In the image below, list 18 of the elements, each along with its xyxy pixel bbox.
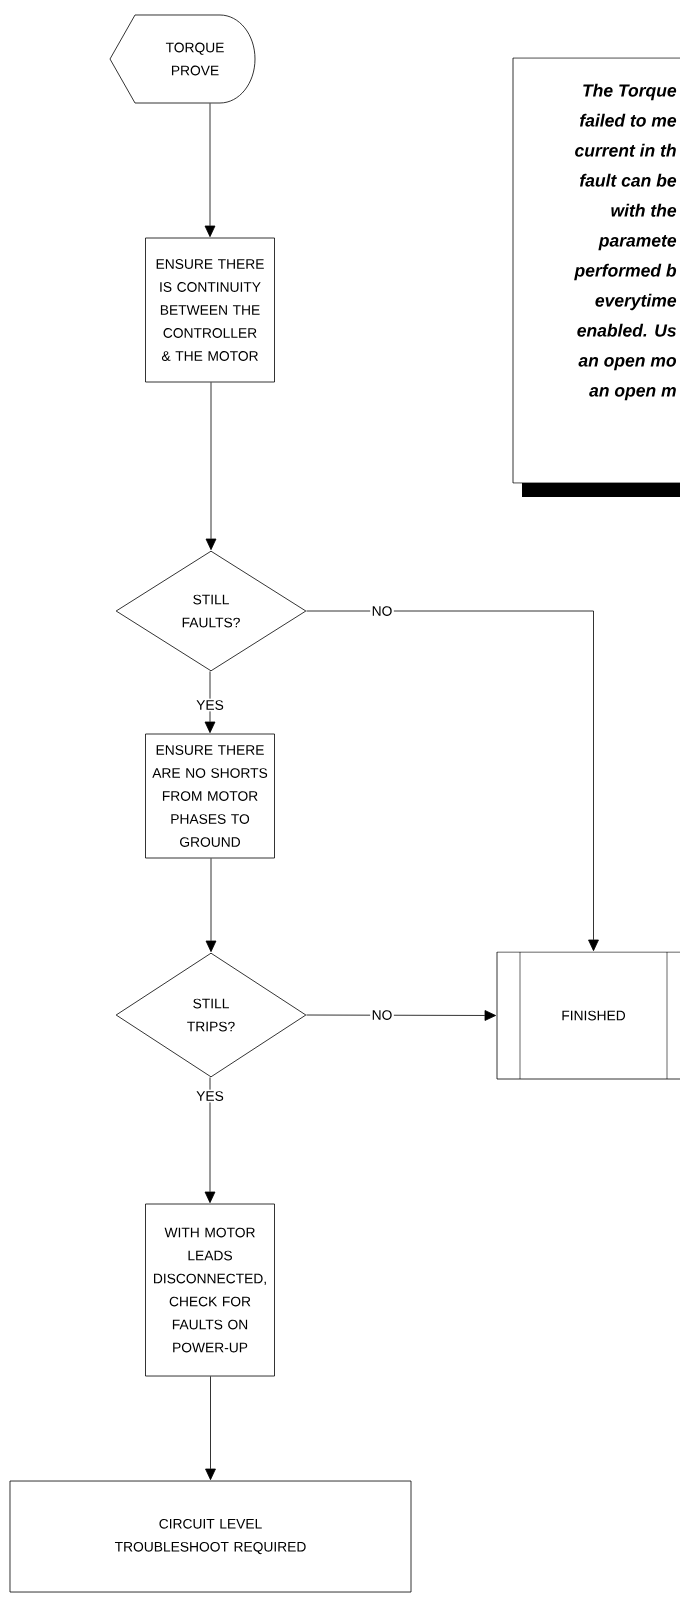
arrow (205, 1376, 216, 1481)
process-box: WITH MOTOR LEADS DISCONNECTED, CHECK FOR FAULTS ON POWER-UP (145, 1203, 275, 1377)
edge-label: YES (194, 698, 226, 712)
edge-label: YES (194, 1089, 226, 1103)
note-box: The Torque failed to me current in th fault can be with the paramete performed b everytime enabled. Us an open mo an open m (512, 57, 680, 497)
arrow (205, 382, 217, 551)
predefined-process-box: FINISHED (496, 951, 680, 1080)
arrow (205, 858, 217, 953)
process-box: CIRCUIT LEVEL TROUBLESHOOT REQUIRED (9, 1480, 412, 1593)
arrow (306, 1010, 497, 1021)
arrow (306, 610, 599, 952)
process-box: ENSURE THERE ARE NO SHORTS FROM MOTOR PHASES TO GROUND (145, 733, 275, 859)
edge-label: NO (370, 1008, 394, 1022)
arrow (204, 103, 216, 238)
edge-label: NO (370, 604, 394, 618)
arrow (204, 1077, 216, 1204)
arrow (204, 671, 216, 734)
process-box: ENSURE THERE IS CONTINUITY BETWEEN THE CONTROLLER & THE MOTOR (145, 237, 275, 383)
